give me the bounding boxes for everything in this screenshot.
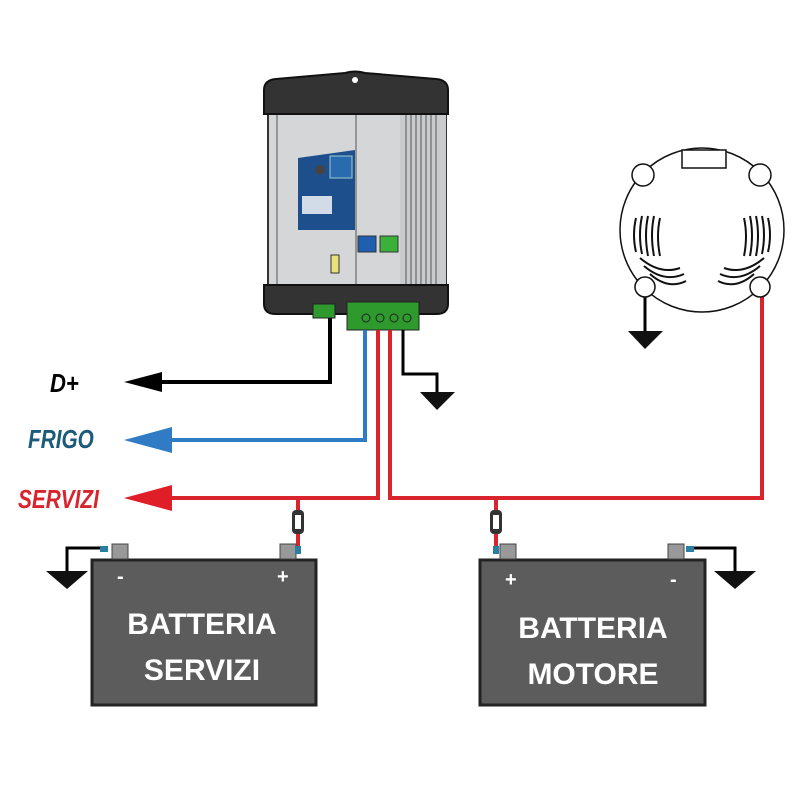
battery-motore: + - BATTERIA MOTORE — [478, 543, 707, 707]
negative-terminal-label: - — [117, 566, 124, 588]
engine-battery-wire — [388, 297, 764, 500]
battery-servizi: - + BATTERIA SERVIZI — [90, 543, 318, 707]
servizi-arrow-icon — [124, 485, 172, 511]
frigo-arrow-icon — [124, 427, 172, 453]
d-plus-wire — [155, 318, 332, 384]
frigo-wire — [165, 330, 367, 442]
fuse-icon — [292, 510, 304, 534]
ground-icon — [46, 571, 88, 589]
servizi-wire — [165, 330, 380, 500]
battery-motore-line1: BATTERIA — [518, 612, 667, 645]
servizi-battery-ground-wire — [65, 546, 100, 572]
battery-servizi-line1: BATTERIA — [127, 608, 276, 641]
fuse-icon — [490, 510, 502, 534]
positive-terminal-label: + — [277, 566, 289, 588]
d-plus-connector — [312, 303, 336, 319]
dc-dc-charger — [263, 70, 449, 331]
alternator — [619, 147, 785, 313]
status-led — [330, 254, 340, 274]
battery-servizi-line2: SERVIZI — [144, 654, 260, 687]
servizi-label: SERVIZI — [18, 485, 99, 514]
positive-terminal-label: + — [505, 569, 517, 591]
charger-ground-wire — [401, 330, 439, 392]
negative-terminal-label: - — [670, 569, 677, 591]
frigo-label: FRIGO — [28, 425, 94, 454]
ground-icon — [714, 571, 756, 589]
d-plus-arrow-icon — [124, 372, 162, 392]
fuse-slots — [379, 235, 399, 253]
motore-battery-ground-wire — [690, 546, 737, 572]
battery-motore-line2: MOTORE — [527, 658, 658, 691]
ground-icon — [628, 331, 663, 349]
d-plus-label: D+ — [50, 369, 79, 398]
ground-icon — [420, 392, 455, 410]
